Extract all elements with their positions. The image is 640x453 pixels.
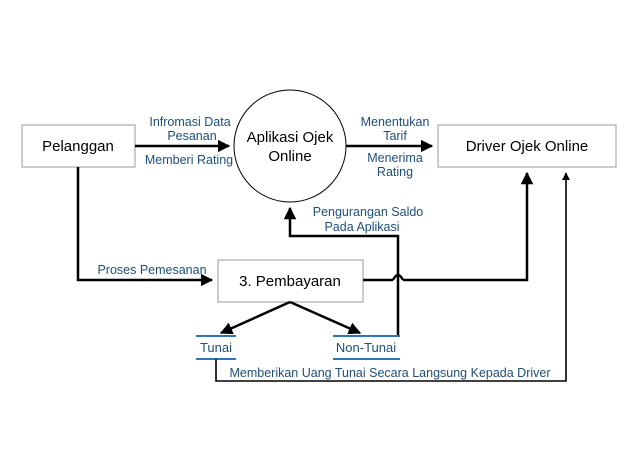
flow-uang-tunai-label: Memberikan Uang Tunai Secara Langsung Ke… <box>229 366 550 380</box>
flow-nontunai-to-app <box>283 206 400 336</box>
flow-info-label-2: Pesanan <box>167 129 216 143</box>
entity-pelanggan: Pelanggan <box>21 124 136 168</box>
process-aplikasi-line1: Aplikasi Ojek <box>247 129 334 146</box>
process-pembayaran-label: 3. Pembayaran <box>239 273 341 290</box>
flow-tarif-label-1: Menentukan <box>361 115 430 129</box>
flow-rating-label: Memberi Rating <box>145 153 233 167</box>
entity-driver: Driver Ojek Online <box>437 124 617 168</box>
flow-terima-label-1: Menerima <box>367 151 423 165</box>
process-aplikasi-line2: Online <box>268 148 311 165</box>
flow-pelanggan-to-payment <box>76 167 214 287</box>
flow-saldo-label-2: Pada Aplikasi <box>324 220 399 234</box>
process-aplikasi: Aplikasi Ojek Online <box>233 89 347 203</box>
flow-tunai-to-driver <box>215 172 570 382</box>
flow-payment-to-driver-b <box>403 171 534 282</box>
flow-terima-label-2: Rating <box>377 165 413 179</box>
flow-info-label-1: Infromasi Data <box>149 115 230 129</box>
flow-payment-to-tunai <box>219 300 291 335</box>
store-nontunai: Non-Tunai <box>333 335 400 360</box>
flow-pemesanan-label: Proses Pemesanan <box>97 263 206 277</box>
process-pembayaran: 3. Pembayaran <box>217 259 364 303</box>
store-nontunai-label: Non-Tunai <box>336 340 396 355</box>
entity-pelanggan-label: Pelanggan <box>42 138 114 155</box>
flow-tarif-label-2: Tarif <box>383 129 407 143</box>
store-tunai: Tunai <box>196 335 236 360</box>
flow-payment-to-nontunai <box>289 300 362 335</box>
store-tunai-label: Tunai <box>200 340 232 355</box>
flow-saldo-label-1: Pengurangan Saldo <box>313 205 424 219</box>
entity-driver-label: Driver Ojek Online <box>466 138 589 155</box>
